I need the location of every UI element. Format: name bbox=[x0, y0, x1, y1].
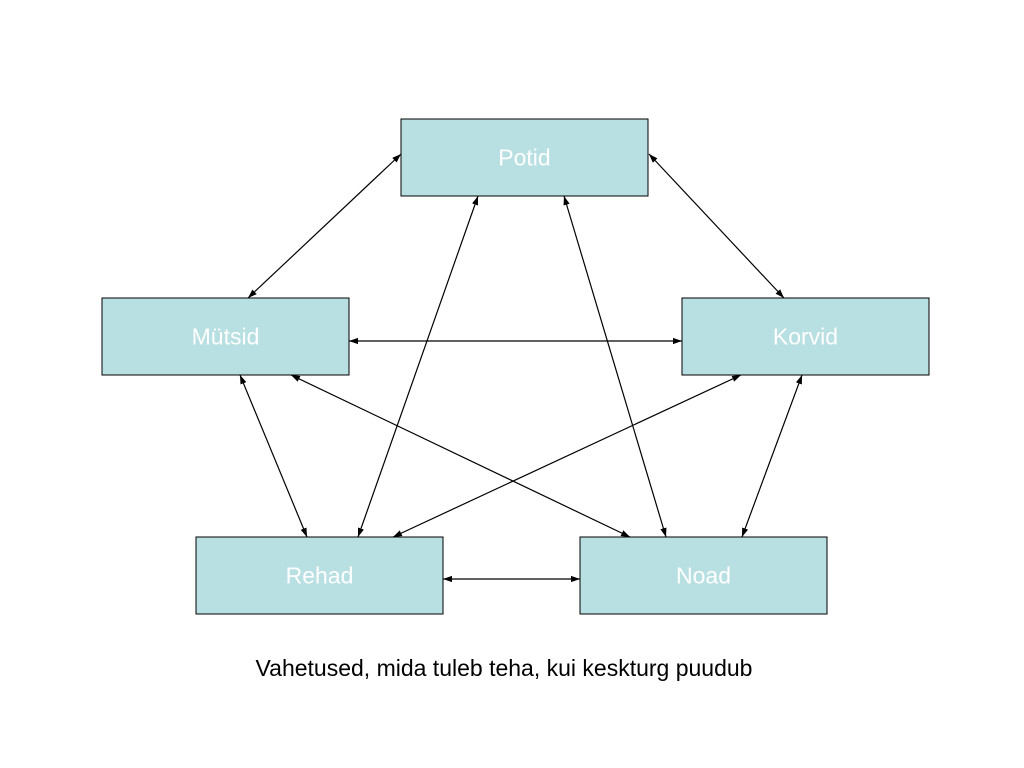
node-korvid: Korvid bbox=[681, 297, 930, 376]
node-label-korvid: Korvid bbox=[773, 324, 838, 350]
edges-layer bbox=[239, 153, 803, 583]
node-label-noad: Noad bbox=[676, 563, 731, 589]
edge-potid-noad bbox=[563, 195, 667, 538]
node-box-rehad bbox=[195, 536, 444, 615]
edge-korvid-noad bbox=[741, 374, 803, 538]
node-label-mutsid: Mütsid bbox=[192, 324, 260, 350]
edge-potid-korvid bbox=[648, 153, 785, 299]
node-rehad: Rehad bbox=[195, 536, 444, 615]
node-box-korvid bbox=[681, 297, 930, 376]
node-box-noad bbox=[579, 536, 828, 615]
node-potid: Potid bbox=[400, 118, 649, 197]
edge-potid-rehad bbox=[357, 195, 479, 538]
edge-potid-mutsid bbox=[247, 153, 402, 299]
node-mutsid: Mütsid bbox=[101, 297, 350, 376]
edge-mutsid-rehad bbox=[239, 374, 308, 538]
edge-korvid-rehad bbox=[392, 374, 742, 538]
diagram-caption: Vahetused, mida tuleb teha, kui keskturg… bbox=[255, 655, 753, 681]
edge-mutsid-noad bbox=[290, 374, 631, 538]
node-box-potid bbox=[400, 118, 649, 197]
node-label-potid: Potid bbox=[498, 145, 550, 171]
node-label-rehad: Rehad bbox=[286, 563, 354, 589]
node-noad: Noad bbox=[579, 536, 828, 615]
node-box-mutsid bbox=[101, 297, 350, 376]
